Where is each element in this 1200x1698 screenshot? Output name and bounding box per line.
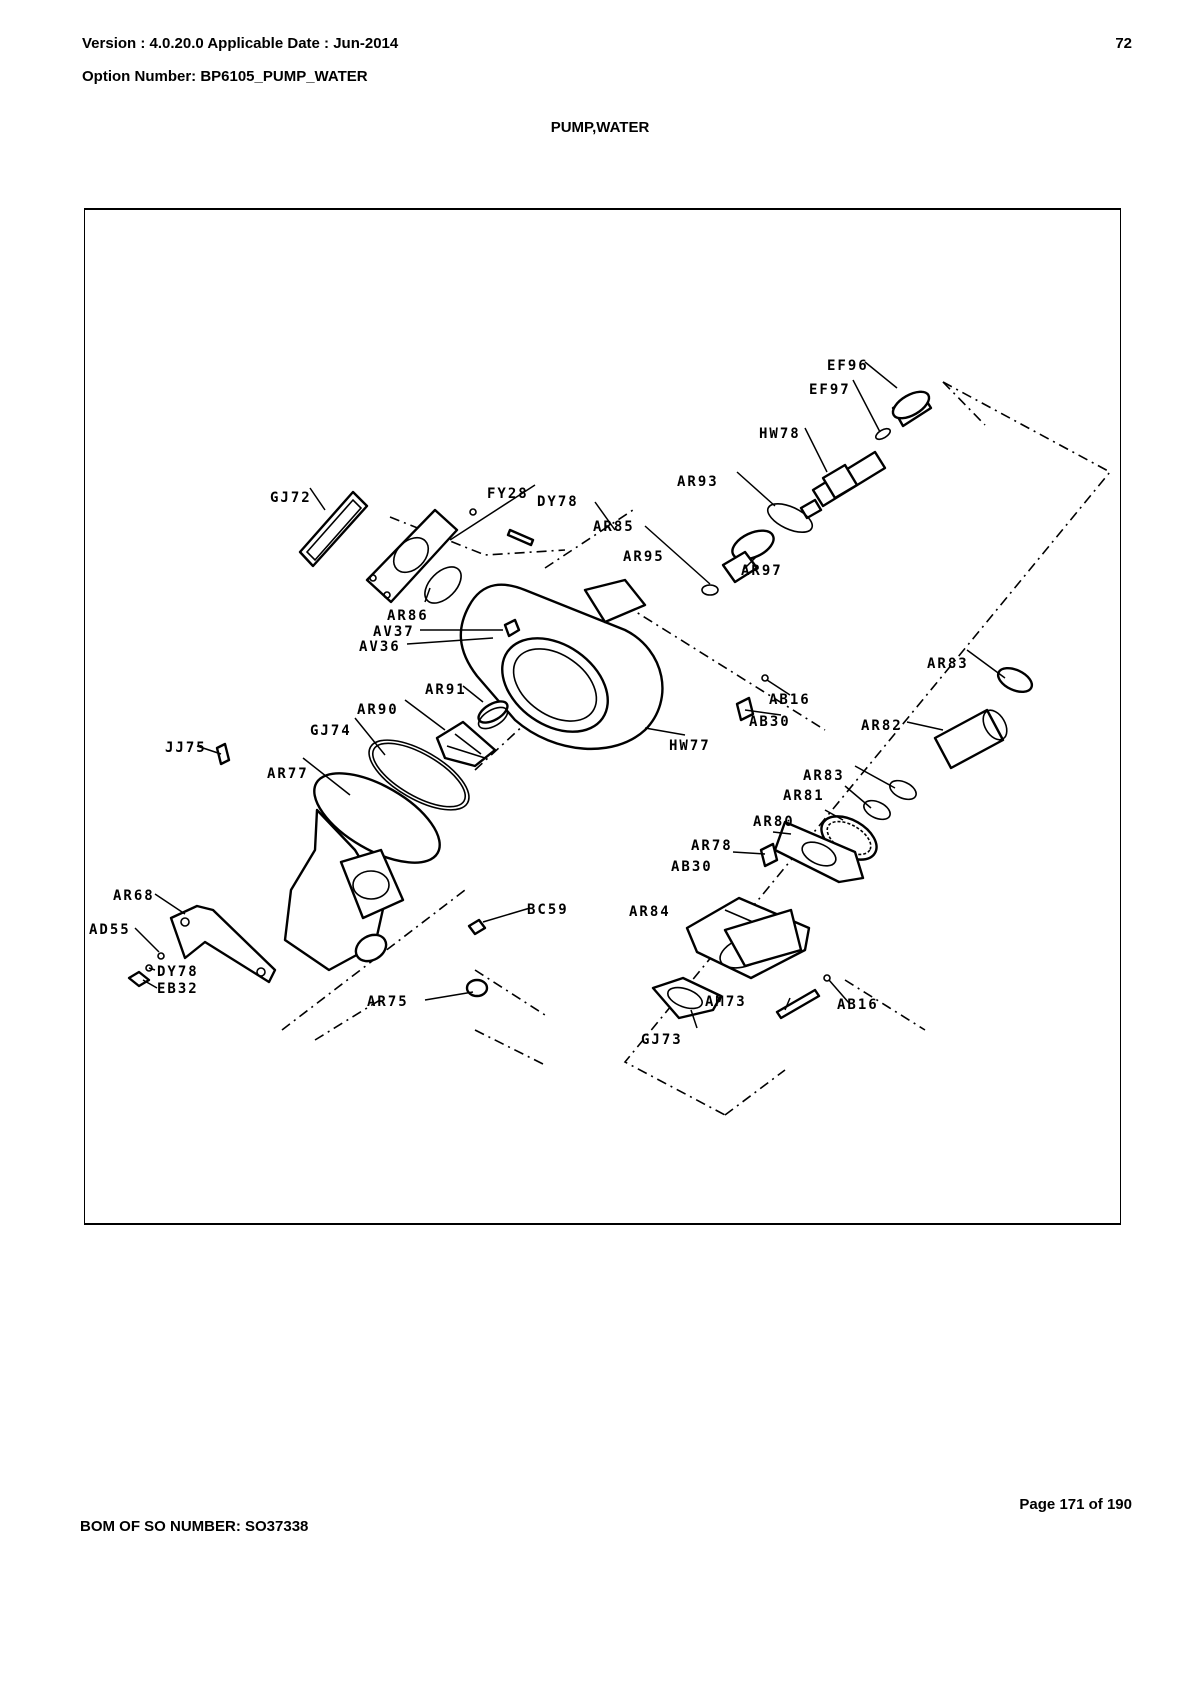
option-number: Option Number: BP6105_PUMP_WATER bbox=[82, 68, 368, 85]
impeller-ar90 bbox=[435, 720, 497, 768]
seal-ar83-mid bbox=[889, 779, 917, 801]
label-ad55: AD55 bbox=[89, 922, 131, 938]
bolt-ar85 bbox=[506, 528, 535, 547]
flange-fy28 bbox=[365, 508, 459, 604]
label-ab16-top: AB16 bbox=[769, 692, 811, 708]
label-ar81: AR81 bbox=[783, 788, 825, 804]
exploded-pump-diagram: EF96 EF97 HW78 AR93 GJ72 FY28 DY78 AR85 … bbox=[89, 358, 1112, 1116]
diagram-frame: EF96 EF97 HW78 AR93 GJ72 FY28 DY78 AR85 … bbox=[84, 208, 1121, 1225]
label-ar93: AR93 bbox=[677, 474, 719, 490]
cover-ar77 bbox=[283, 772, 441, 972]
page-number: 72 bbox=[1115, 35, 1132, 52]
page-of-count: Page 171 of 190 bbox=[1019, 1496, 1132, 1513]
label-ar90: AR90 bbox=[357, 702, 399, 718]
plug-av36 bbox=[503, 618, 521, 638]
label-gj72: GJ72 bbox=[270, 490, 312, 506]
oring-ar93 bbox=[766, 502, 814, 534]
bolt-am73 bbox=[775, 988, 821, 1020]
washer-dy78-bottom bbox=[145, 964, 153, 972]
leader-lines bbox=[134, 361, 1006, 1029]
label-ar75: AR75 bbox=[367, 994, 409, 1010]
label-ar77: AR77 bbox=[267, 766, 309, 782]
label-bc59: BC59 bbox=[527, 902, 569, 918]
label-ar95: AR95 bbox=[623, 549, 665, 565]
label-eb32: EB32 bbox=[157, 981, 199, 997]
seal-ar83-top bbox=[996, 666, 1034, 694]
label-ar97: AR97 bbox=[741, 563, 783, 579]
label-gj73: GJ73 bbox=[641, 1032, 683, 1048]
version-text: Version : 4.0.20.0 Applicable Date : Jun… bbox=[82, 35, 399, 52]
bom-number: BOM OF SO NUMBER: SO37338 bbox=[80, 1518, 309, 1535]
label-am73: AM73 bbox=[705, 994, 747, 1010]
washer-ab16-bottom bbox=[823, 974, 831, 982]
seal-ar91 bbox=[477, 700, 509, 730]
housing-ar84 bbox=[685, 896, 811, 980]
label-ab30-top: AB30 bbox=[749, 714, 791, 730]
gasket-ar78 bbox=[773, 820, 865, 884]
oring-ar86 bbox=[424, 566, 462, 604]
shaft-ar82 bbox=[933, 708, 1008, 770]
bolt-ab30-top bbox=[735, 696, 755, 722]
bolt-eb32 bbox=[127, 970, 151, 988]
gasket-gj72 bbox=[298, 490, 369, 568]
gasket-gj73 bbox=[651, 976, 723, 1020]
label-hw77: HW77 bbox=[669, 738, 711, 754]
page-title: PUMP,WATER bbox=[550, 119, 650, 136]
label-ef97: EF97 bbox=[809, 382, 851, 398]
label-gj74: GJ74 bbox=[310, 723, 352, 739]
pin-jj75 bbox=[215, 742, 231, 766]
assembly-line-shaft bbox=[544, 381, 986, 731]
label-hw78: HW78 bbox=[759, 426, 801, 442]
assembly-line-top bbox=[623, 381, 1112, 1116]
sleeve-ar75 bbox=[465, 978, 489, 998]
seal-ar97 bbox=[721, 550, 759, 584]
washer bbox=[701, 584, 719, 596]
label-ab30-mid: AB30 bbox=[671, 859, 713, 875]
bracket-ar68 bbox=[169, 904, 277, 984]
label-ar78: AR78 bbox=[691, 838, 733, 854]
washer-ar81 bbox=[863, 799, 891, 821]
label-ar83-top: AR83 bbox=[927, 656, 969, 672]
label-ef96: EF96 bbox=[827, 358, 869, 374]
label-ar68: AR68 bbox=[113, 888, 155, 904]
label-fy28: FY28 bbox=[487, 486, 529, 502]
washer-ab16-top bbox=[761, 674, 769, 682]
assembly-line-bottom bbox=[474, 969, 546, 1066]
bolt-ab30-mid bbox=[759, 842, 779, 868]
assembly-line-right bbox=[724, 979, 926, 1116]
label-dy78-top: DY78 bbox=[537, 494, 579, 510]
label-av37: AV37 bbox=[373, 624, 415, 640]
cap-ef96 bbox=[891, 390, 933, 428]
label-ar84: AR84 bbox=[629, 904, 671, 920]
gasket-gj74 bbox=[368, 739, 470, 811]
label-jj75: JJ75 bbox=[165, 740, 207, 756]
label-ar83-mid: AR83 bbox=[803, 768, 845, 784]
label-ab16-bottom: AB16 bbox=[837, 997, 879, 1013]
shaft-hw78 bbox=[799, 450, 887, 520]
plug-bc59 bbox=[467, 918, 487, 936]
label-ar86: AR86 bbox=[387, 608, 429, 624]
label-ar82: AR82 bbox=[861, 718, 903, 734]
gasket-gj74-inner bbox=[371, 742, 467, 808]
label-dy78-bottom: DY78 bbox=[157, 964, 199, 980]
nut-ad55 bbox=[157, 952, 165, 960]
washer-dy78 bbox=[469, 508, 477, 516]
ring-ef97 bbox=[874, 427, 892, 441]
housing-hw77 bbox=[459, 578, 664, 751]
label-ar80: AR80 bbox=[753, 814, 795, 830]
label-av36: AV36 bbox=[359, 639, 401, 655]
label-ar91: AR91 bbox=[425, 682, 467, 698]
label-ar85: AR85 bbox=[593, 519, 635, 535]
